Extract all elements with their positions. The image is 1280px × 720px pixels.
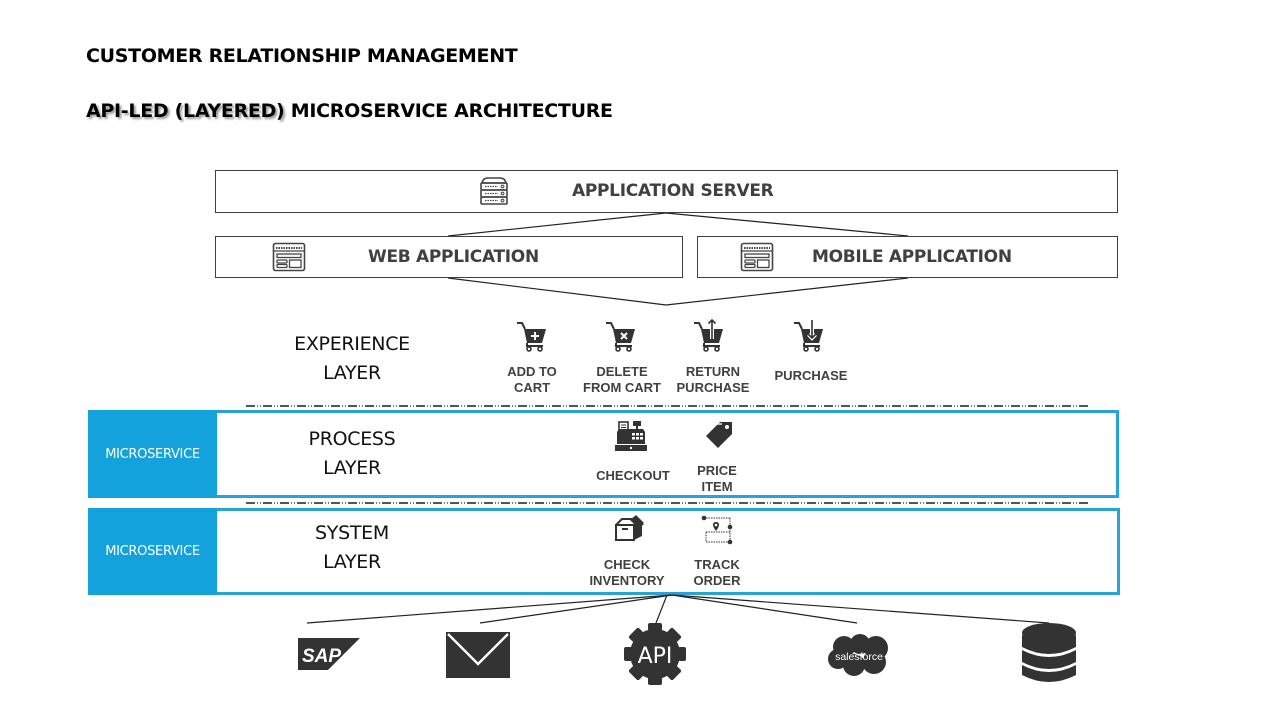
connector-database bbox=[671, 594, 1050, 624]
service-label-line1: TRACK bbox=[694, 557, 740, 572]
process-layer-label: PROCESS LAYER bbox=[282, 425, 422, 483]
connector-salesforce bbox=[671, 594, 858, 624]
service-label-line2: PURCHASE bbox=[676, 380, 750, 395]
application-server-box[interactable]: APPLICATION SERVER bbox=[215, 170, 1118, 213]
server-rack-icon bbox=[480, 177, 508, 205]
service-label-line1: CHECKOUT bbox=[596, 468, 670, 483]
subtitle-rest: MICROSERVICE ARCHITECTURE bbox=[290, 100, 613, 122]
service-label-line2: FROM CART bbox=[583, 380, 661, 395]
system-layer-label: SYSTEM LAYER bbox=[282, 519, 422, 577]
cash-register-icon bbox=[615, 421, 647, 451]
api-text: API bbox=[638, 644, 673, 669]
web-application-label: WEB APPLICATION bbox=[368, 247, 539, 267]
connector-sap bbox=[306, 594, 673, 624]
connector-server-mobile bbox=[665, 212, 909, 237]
connector-server-web bbox=[447, 212, 667, 237]
cart-return-icon bbox=[694, 317, 723, 352]
experience-layer-line1: EXPERIENCE bbox=[294, 333, 410, 355]
database-icon bbox=[1022, 623, 1076, 682]
connector-email bbox=[479, 594, 673, 624]
layer-separator bbox=[246, 405, 1090, 407]
route-pin-icon bbox=[701, 515, 733, 545]
browser-window-icon bbox=[272, 242, 306, 272]
service-check-inventory[interactable]: CHECK INVENTORY bbox=[582, 557, 672, 589]
service-label-line2: ITEM bbox=[701, 479, 733, 494]
web-application-box[interactable]: WEB APPLICATION bbox=[215, 236, 683, 278]
connector-mobile-experience bbox=[665, 277, 909, 306]
service-checkout[interactable]: CHECKOUT bbox=[590, 468, 676, 484]
service-label-line1: ADD TO bbox=[507, 364, 557, 379]
api-gear-icon: API bbox=[624, 623, 686, 685]
application-server-label: APPLICATION SERVER bbox=[572, 181, 774, 201]
sap-logo-icon: SAP bbox=[298, 638, 360, 670]
service-label-line1: DELETE bbox=[596, 364, 648, 379]
process-layer-band[interactable] bbox=[88, 410, 1119, 498]
process-microservice-tag: MICROSERVICE bbox=[88, 410, 217, 498]
cart-purchase-icon bbox=[794, 320, 823, 352]
service-return-purchase[interactable]: RETURN PURCHASE bbox=[670, 364, 756, 396]
salesforce-cloud-icon: salesforce bbox=[828, 634, 888, 676]
service-label-line1: RETURN bbox=[685, 364, 741, 379]
service-label-line1: CHECK bbox=[603, 557, 651, 572]
system-layer-line1: SYSTEM bbox=[315, 522, 389, 544]
connector-web-experience bbox=[447, 277, 667, 306]
browser-window-icon bbox=[740, 242, 774, 272]
process-layer-line2: LAYER bbox=[323, 457, 381, 479]
system-microservice-tag: MICROSERVICE bbox=[88, 508, 217, 595]
service-label-line1: PRICE bbox=[697, 463, 737, 478]
mobile-application-label: MOBILE APPLICATION bbox=[812, 247, 1012, 267]
service-purchase[interactable]: PURCHASE bbox=[766, 368, 856, 384]
service-label-line1: PURCHASE bbox=[774, 368, 848, 383]
layer-separator bbox=[246, 502, 1090, 504]
experience-layer-label: EXPERIENCE LAYER bbox=[282, 330, 422, 388]
sap-logo-text: SAP bbox=[302, 646, 341, 667]
page-subtitle: API-LED (LAYERED) MICROSERVICE ARCHITECT… bbox=[86, 100, 613, 122]
system-layer-line2: LAYER bbox=[323, 551, 381, 573]
price-tag-icon bbox=[706, 422, 732, 448]
page-title: CUSTOMER RELATIONSHIP MANAGEMENT bbox=[86, 45, 518, 67]
service-label-line2: INVENTORY bbox=[589, 573, 665, 588]
box-icon bbox=[615, 515, 644, 541]
service-delete-from-cart[interactable]: DELETE FROM CART bbox=[576, 364, 668, 396]
process-layer-line1: PROCESS bbox=[308, 428, 396, 450]
cart-add-icon bbox=[517, 322, 546, 352]
system-layer-band[interactable] bbox=[88, 508, 1120, 595]
salesforce-text: salesforce bbox=[835, 651, 883, 663]
service-label-line2: ORDER bbox=[693, 573, 741, 588]
service-add-to-cart[interactable]: ADD TO CART bbox=[492, 364, 572, 396]
service-label-line2: CART bbox=[513, 380, 551, 395]
experience-layer-line2: LAYER bbox=[323, 362, 381, 384]
mobile-application-box[interactable]: MOBILE APPLICATION bbox=[697, 236, 1118, 278]
service-price-item[interactable]: PRICE ITEM bbox=[682, 463, 752, 495]
service-track-order[interactable]: TRACK ORDER bbox=[682, 557, 752, 589]
connector-api bbox=[655, 594, 668, 624]
envelope-icon bbox=[446, 632, 510, 678]
cart-remove-icon bbox=[606, 322, 635, 352]
subtitle-highlight: API-LED (LAYERED) bbox=[86, 100, 285, 122]
